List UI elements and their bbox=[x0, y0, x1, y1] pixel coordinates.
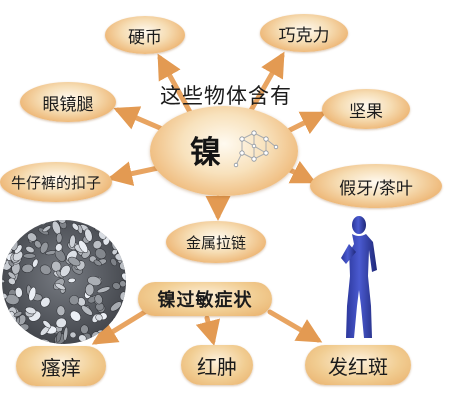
center-label: 镍 bbox=[190, 135, 221, 171]
item-jeans-button-label: 牛仔裤的扣子 bbox=[10, 173, 101, 192]
item-glasses-legs: 眼镜腿 bbox=[20, 82, 116, 122]
arrow-to-coin bbox=[157, 53, 193, 115]
item-coin: 硬币 bbox=[105, 16, 185, 54]
arrow-to-glasses bbox=[113, 106, 163, 131]
item-jeans-button: 牛仔裤的扣子 bbox=[0, 162, 112, 202]
symptom-swelling-label: 红肿 bbox=[197, 354, 237, 379]
nickel-pellets-image bbox=[2, 220, 126, 344]
item-chocolate: 巧克力 bbox=[260, 14, 348, 52]
arrow-to-teeth bbox=[287, 160, 317, 184]
item-dentures-tea: 假牙/茶叶 bbox=[310, 164, 442, 208]
symptom-itching: 瘙痒 bbox=[16, 346, 106, 386]
arrow-to-itching bbox=[91, 307, 151, 345]
item-chocolate-label: 巧克力 bbox=[278, 25, 330, 46]
arrow-to-swelling bbox=[195, 315, 221, 346]
symptom-swelling: 红肿 bbox=[181, 345, 253, 385]
item-dentures-tea-label: 假牙/茶叶 bbox=[339, 178, 413, 199]
allergy-symptoms-title-label: 镍过敏症状 bbox=[157, 290, 253, 311]
arrow-to-chocolate bbox=[247, 51, 285, 115]
center-node bbox=[150, 106, 298, 196]
item-zipper-label: 金属拉链 bbox=[185, 233, 246, 252]
molecule-icon bbox=[233, 130, 279, 168]
center-heading: 这些物体含有 bbox=[160, 84, 292, 108]
item-coin-label: 硬币 bbox=[128, 27, 162, 48]
arrow-to-button bbox=[107, 161, 161, 186]
item-zipper: 金属拉链 bbox=[166, 221, 266, 263]
arrow-to-rash bbox=[267, 309, 323, 343]
item-glasses-legs-label: 眼镜腿 bbox=[42, 94, 94, 115]
person-silhouette-image bbox=[341, 216, 377, 338]
symptom-rash-label: 发红斑 bbox=[328, 354, 388, 379]
symptom-itching-label: 瘙痒 bbox=[41, 355, 81, 380]
item-nuts-label: 坚果 bbox=[349, 101, 383, 122]
arrow-to-nuts bbox=[287, 111, 327, 135]
allergy-symptoms-title: 镍过敏症状 bbox=[138, 282, 272, 316]
symptom-rash: 发红斑 bbox=[305, 345, 411, 385]
item-nuts: 坚果 bbox=[322, 89, 410, 129]
